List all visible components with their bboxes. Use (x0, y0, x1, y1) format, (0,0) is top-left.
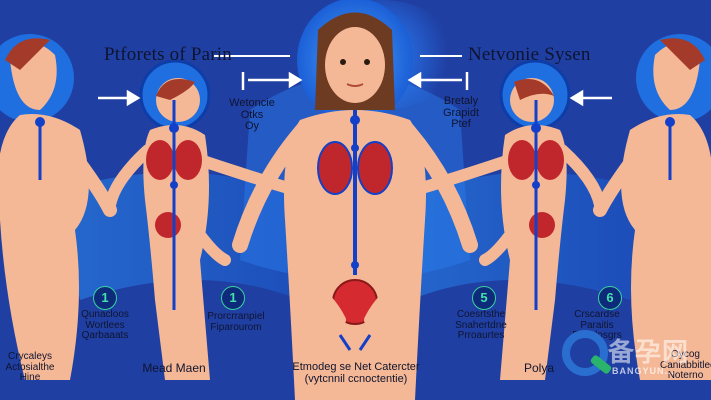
connector-arrows (98, 71, 612, 107)
label-far-right: Oycog Caniabbitlee Noterno (660, 349, 711, 381)
label-left: Qunacloos Wortlees Qarbaaats (81, 309, 129, 341)
label-upper-left: Wetoncie Otks Oy (229, 97, 275, 133)
watermark-text-cn: 备孕网 (608, 338, 690, 368)
step-number-2: 1 (221, 286, 245, 310)
step-number-3: 5 (472, 286, 496, 310)
label-mid-right: Coesrtsthe Snahertdne Prroaurtes (455, 309, 507, 341)
watermark-logo: 备孕网 BANGYUN... (556, 328, 706, 388)
watermark-text-en: BANGYUN... (612, 366, 676, 376)
logo-ring-icon (562, 330, 608, 376)
figure-far-left (0, 34, 117, 380)
title-left: Ptforets of Parin (104, 44, 232, 65)
figure-right (409, 59, 606, 380)
label-center-right: Polya (523, 361, 555, 375)
label-center: Etmodeg se Net Catercter (vytcnnil ccnoc… (292, 361, 420, 385)
label-mid-left: Prorcrranpiel Fiparourom (207, 311, 265, 333)
figure-far-right (593, 34, 711, 380)
label-center-left: Mead Maen (142, 361, 206, 375)
label-upper-right: Bretaly Grapidt Ptef (442, 95, 480, 131)
figure-left (104, 59, 301, 380)
step-number-1: 1 (93, 286, 117, 310)
step-number-4: 6 (598, 286, 622, 310)
title-right: Netvonie Sysen (468, 44, 591, 65)
label-far-left: Crycaleys Actosialthe Hine (5, 351, 55, 383)
